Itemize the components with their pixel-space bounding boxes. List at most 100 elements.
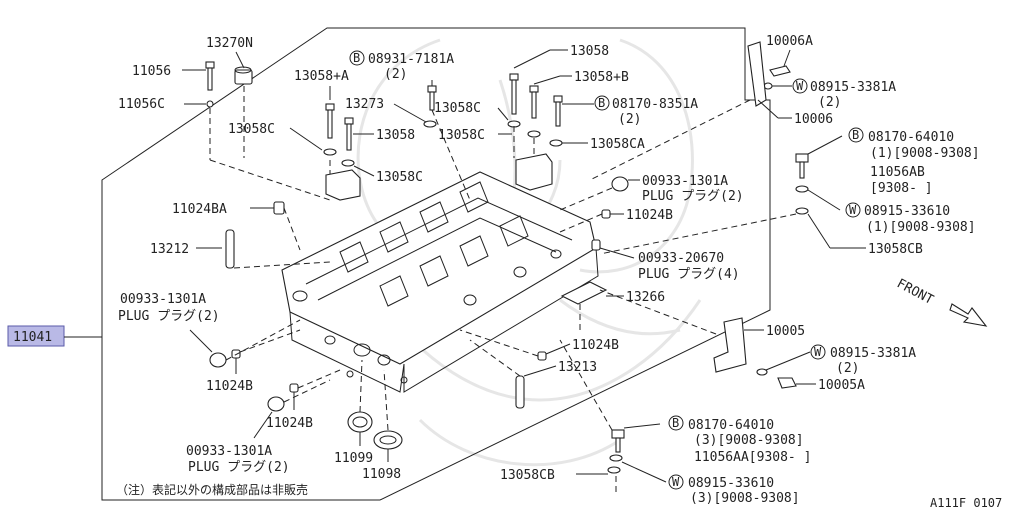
- callout-13058CA: 13058CA: [527, 130, 645, 152]
- svg-text:13212: 13212: [150, 242, 189, 257]
- svg-text:08915-33610: 08915-33610: [688, 476, 774, 491]
- svg-text:B: B: [852, 128, 859, 142]
- w-circle-icon: [845, 202, 861, 218]
- callout-13058-mid: 13058: [344, 117, 415, 151]
- svg-text:08931-7181A: 08931-7181A: [368, 52, 454, 67]
- svg-text:11024B: 11024B: [206, 379, 253, 394]
- callout-10006: 10006: [747, 41, 833, 127]
- front-arrow-icon: [949, 303, 988, 327]
- callout-13058CB-top: 13058CB: [795, 207, 923, 257]
- callout-08170-64010-top: B 08170-64010 (1)[9008-9308]: [795, 127, 980, 179]
- callout-11024B-1: 11024B: [601, 208, 673, 223]
- svg-text:PLUG プラグ(4): PLUG プラグ(4): [638, 267, 740, 282]
- svg-text:13270N: 13270N: [206, 36, 253, 51]
- callout-00933-20670: 00933-20670 PLUG プラグ(4): [591, 239, 740, 282]
- callout-10005: 10005: [713, 317, 805, 373]
- svg-text:13058CB: 13058CB: [868, 242, 923, 257]
- svg-text:11099: 11099: [334, 451, 373, 466]
- callout-11056: 11056: [132, 61, 215, 91]
- svg-text:08915-3381A: 08915-3381A: [830, 346, 916, 361]
- callout-11024B-3: 11024B: [206, 349, 253, 394]
- w-circle-icon: [792, 78, 808, 94]
- svg-text:08915-3381A: 08915-3381A: [810, 80, 896, 95]
- b-circle-icon: [594, 95, 610, 111]
- callout-13266: 13266: [560, 281, 665, 305]
- callout-11056C: 11056C: [118, 97, 214, 112]
- svg-text:11024BA: 11024BA: [172, 202, 227, 217]
- svg-text:11024B: 11024B: [572, 338, 619, 353]
- svg-text:13058: 13058: [570, 44, 609, 59]
- svg-text:13058+B: 13058+B: [574, 70, 629, 85]
- svg-text:(2): (2): [384, 67, 407, 82]
- callout-08915-33610-bot: W 08915-33610 (3)[9008-9308]: [609, 454, 800, 506]
- svg-text:(2): (2): [618, 112, 641, 127]
- svg-text:[9308- ]: [9308- ]: [870, 181, 933, 196]
- svg-text:13058CA: 13058CA: [590, 137, 645, 152]
- svg-text:13058CB: 13058CB: [500, 468, 555, 483]
- callout-13212: 13212: [150, 229, 235, 269]
- w-circle-icon: [668, 474, 684, 490]
- svg-text:13058C: 13058C: [434, 101, 481, 116]
- callout-08931-7181A: B 08931-7181A (2): [349, 50, 454, 111]
- svg-text:13058+A: 13058+A: [294, 69, 349, 84]
- callout-11099: 11099: [334, 411, 373, 466]
- svg-text:(3)[9008-9308]: (3)[9008-9308]: [690, 491, 800, 506]
- callout-08170-8351A: B 08170-8351A (2): [553, 95, 698, 127]
- cam-bracket-left: [325, 169, 361, 201]
- callout-10005A: 10005A: [777, 377, 865, 393]
- svg-text:11024B: 11024B: [266, 416, 313, 431]
- svg-text:10006: 10006: [794, 112, 833, 127]
- front-direction-indicator: FRONT: [894, 276, 988, 327]
- svg-text:(3)[9008-9308]: (3)[9008-9308]: [694, 433, 804, 448]
- callout-11024BA: 11024BA: [172, 201, 285, 217]
- footnote: （注）表記以外の構成部品は非販売: [116, 482, 308, 497]
- svg-text:08170-64010: 08170-64010: [868, 130, 954, 145]
- callout-13270N: 13270N: [206, 36, 253, 85]
- svg-text:10006A: 10006A: [766, 34, 813, 49]
- svg-text:(1)[9008-9308]: (1)[9008-9308]: [870, 146, 980, 161]
- callout-08915-3381A-bot: W 08915-3381A (2): [756, 344, 916, 376]
- b-circle-icon: [349, 50, 365, 66]
- callout-13058C-left: 13058C: [228, 122, 337, 156]
- svg-text:PLUG プラグ(2): PLUG プラグ(2): [118, 309, 220, 324]
- main-part-number[interactable]: 11041: [13, 330, 52, 345]
- svg-text:W: W: [672, 475, 680, 489]
- callout-00933-1301A-top: 00933-1301A PLUG プラグ(2): [611, 174, 744, 204]
- svg-text:11024B: 11024B: [626, 208, 673, 223]
- cylinder-head-illustration: [281, 171, 599, 393]
- svg-text:13058C: 13058C: [228, 122, 275, 137]
- b-circle-icon: [668, 415, 684, 431]
- svg-text:(1)[9008-9308]: (1)[9008-9308]: [866, 220, 976, 235]
- callout-13058-top: 13058: [509, 44, 609, 115]
- svg-text:08170-8351A: 08170-8351A: [612, 97, 698, 112]
- svg-text:13266: 13266: [626, 290, 665, 305]
- svg-text:08170-64010: 08170-64010: [688, 418, 774, 433]
- svg-text:W: W: [849, 203, 857, 217]
- callout-13058CB-bot: 13058CB: [500, 466, 621, 483]
- w-circle-icon: [810, 344, 826, 360]
- svg-text:(2): (2): [836, 361, 859, 376]
- callout-08170-64010-bot: B 08170-64010 (3)[9008-9308]: [611, 415, 804, 453]
- callout-13058C-lower: 13058C: [341, 159, 423, 185]
- svg-text:W: W: [814, 345, 822, 359]
- svg-text:13273: 13273: [345, 97, 384, 112]
- svg-text:00933-20670: 00933-20670: [638, 251, 724, 266]
- callout-08915-3381A-top: W 08915-3381A (2): [763, 78, 896, 110]
- svg-text:PLUG プラグ(2): PLUG プラグ(2): [188, 460, 290, 475]
- main-part-label[interactable]: 11041: [7, 325, 102, 347]
- svg-text:13213: 13213: [558, 360, 597, 375]
- callout-00933-1301A-bot: 00933-1301A PLUG プラグ(2): [186, 396, 290, 475]
- svg-text:B: B: [672, 416, 679, 430]
- svg-text:11056C: 11056C: [118, 97, 165, 112]
- assembly-frame: [101, 27, 771, 501]
- callout-11056AA: 11056AA[9308- ]: [694, 450, 811, 465]
- svg-text:13058: 13058: [376, 128, 415, 143]
- svg-text:00933-1301A: 00933-1301A: [186, 444, 272, 459]
- svg-text:00933-1301A: 00933-1301A: [642, 174, 728, 189]
- svg-text:W: W: [796, 79, 804, 93]
- svg-text:10005A: 10005A: [818, 378, 865, 393]
- svg-text:B: B: [353, 51, 360, 65]
- svg-text:00933-1301A: 00933-1301A: [120, 292, 206, 307]
- svg-text:PLUG プラグ(2): PLUG プラグ(2): [642, 189, 744, 204]
